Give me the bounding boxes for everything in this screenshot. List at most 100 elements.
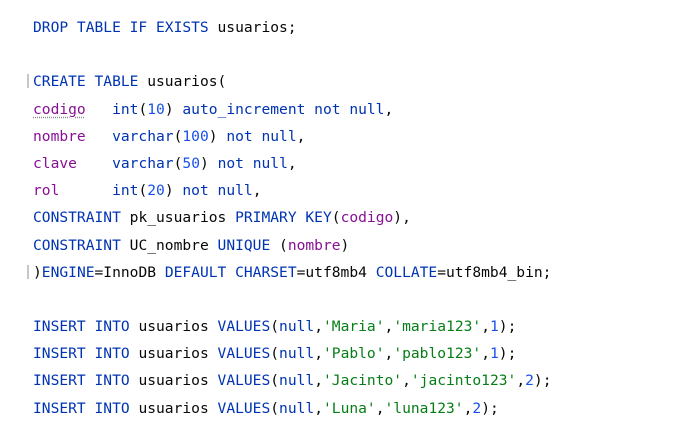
code-token-punct: ,: [314, 372, 323, 390]
code-token-num: 100: [182, 127, 209, 145]
code-token-col: codigo: [340, 209, 394, 227]
code-token-punct: );: [533, 372, 552, 390]
code-token-num: 50: [182, 154, 200, 172]
code-token-id: [86, 128, 112, 145]
code-token-punct: ,: [287, 154, 297, 172]
code-token-punct: (: [138, 100, 148, 118]
code-line[interactable]: [33, 41, 551, 68]
code-line[interactable]: rol int(20) not null,: [33, 177, 551, 204]
code-token-kw: varchar: [112, 154, 174, 172]
code-token-id: usuarios: [129, 318, 218, 336]
code-line[interactable]: CREATE TABLE usuarios(: [33, 68, 551, 95]
code-line[interactable]: INSERT INTO usuarios VALUES(null,'Pablo'…: [33, 340, 551, 367]
code-token-kw: null: [279, 318, 315, 336]
code-token-punct: (: [173, 127, 183, 145]
code-token-punct: (: [270, 318, 280, 336]
code-token-kw: auto_increment not null: [182, 100, 385, 118]
code-token-punct: ,: [481, 345, 490, 363]
code-token-punct: ,: [481, 318, 490, 336]
code-token-kw: INSERT INTO: [33, 372, 130, 390]
code-token-col: clave: [33, 154, 77, 172]
code-token-punct: );: [498, 345, 517, 363]
code-token-kw: COLLATE: [375, 263, 438, 281]
code-line[interactable]: codigo int(10) auto_increment not null,: [33, 96, 551, 123]
code-token-id: =utf8mb4: [296, 263, 376, 281]
code-token-punct: ,: [384, 345, 394, 363]
code-token-punct: (: [138, 182, 148, 200]
code-line[interactable]: CONSTRAINT UC_nombre UNIQUE (nombre): [33, 232, 551, 259]
code-token-punct: ): [208, 127, 227, 145]
code-token-kw: PRIMARY KEY: [235, 209, 332, 227]
code-token-kw: VALUES: [217, 372, 271, 390]
code-token-kw: VALUES: [217, 318, 271, 336]
code-token-kw: int: [112, 182, 139, 200]
code-token-kw: INSERT INTO: [33, 345, 130, 363]
code-token-punct: ,: [314, 318, 323, 336]
code-token-num: 1: [489, 345, 499, 363]
code-line[interactable]: INSERT INTO usuarios VALUES(null,'Luna',…: [33, 395, 551, 422]
code-token-str: 'luna123': [384, 399, 464, 417]
code-token-punct: );: [481, 399, 499, 417]
code-token-kw: DEFAULT CHARSET: [164, 263, 297, 281]
code-line[interactable]: DROP TABLE IF EXISTS usuarios;: [33, 14, 551, 41]
code-token-id: usuarios: [129, 399, 218, 417]
code-token-id: UC_nombre: [120, 236, 218, 254]
code-token-str: 'Pablo': [323, 345, 385, 363]
code-token-kw: VALUES: [217, 345, 271, 363]
code-line[interactable]: )ENGINE=InnoDB DEFAULT CHARSET=utf8mb4 C…: [33, 259, 551, 286]
code-token-punct: ,: [384, 318, 394, 336]
code-token-punct: ),: [393, 209, 411, 227]
code-token-punct: ): [340, 236, 350, 254]
code-token-punct: ): [164, 182, 183, 200]
code-token-punct: ,: [516, 372, 526, 390]
code-token-punct: ,: [463, 399, 473, 417]
code-token-id: [86, 101, 112, 118]
code-token-kw: VALUES: [217, 399, 271, 417]
code-line[interactable]: [33, 286, 551, 313]
code-token-kw: null: [279, 345, 315, 363]
code-token-id: usuarios(: [138, 73, 227, 91]
code-token-id: [77, 155, 112, 172]
code-token-punct: ): [199, 154, 218, 172]
code-line[interactable]: nombre varchar(100) not null,: [33, 123, 551, 150]
code-line[interactable]: INSERT INTO usuarios VALUES(null,'Maria'…: [33, 313, 551, 340]
code-token-punct: ): [33, 263, 42, 281]
code-token-id: =utf8mb4_bin;: [437, 263, 552, 281]
code-token-punct: ,: [314, 345, 323, 363]
code-token-punct: ,: [252, 182, 262, 200]
code-token-kw: INSERT INTO: [33, 399, 130, 417]
code-token-str: 'Jacinto': [323, 372, 403, 390]
code-token-num: 1: [489, 318, 499, 336]
code-token-punct: ,: [296, 127, 306, 145]
code-token-punct: (: [331, 209, 341, 227]
code-token-punct: ,: [402, 372, 411, 390]
code-token-col: nombre: [33, 127, 86, 145]
code-token-str: 'Maria': [323, 318, 385, 336]
code-token-id: usuarios: [129, 345, 218, 363]
code-token-kw: not null: [182, 182, 253, 200]
code-token-punct: (: [173, 154, 183, 172]
code-token-num: 2: [472, 399, 482, 417]
code-token-str: 'Luna': [323, 399, 376, 417]
code-token-col: codigo: [33, 100, 86, 118]
code-token-punct: ,: [314, 399, 323, 417]
code-token-punct: (: [270, 399, 280, 417]
code-token-id: usuarios;: [208, 19, 297, 36]
code-line[interactable]: INSERT INTO usuarios VALUES(null,'Jacint…: [33, 367, 551, 394]
code-token-punct: ,: [384, 100, 394, 118]
code-token-kw: not null: [226, 127, 297, 145]
code-token-kw: int: [112, 100, 139, 118]
code-token-kw: null: [279, 372, 315, 390]
code-token-kw: UNIQUE: [217, 236, 271, 254]
code-line[interactable]: CONSTRAINT pk_usuarios PRIMARY KEY(codig…: [33, 204, 551, 231]
code-token-str: 'maria123': [393, 318, 482, 336]
code-token-kw: DROP TABLE IF EXISTS: [33, 19, 209, 36]
code-line[interactable]: clave varchar(50) not null,: [33, 150, 551, 177]
code-token-punct: (: [270, 372, 280, 390]
code-area[interactable]: DROP TABLE IF EXISTS usuarios; CREATE TA…: [33, 14, 551, 422]
code-token-punct: ,: [375, 399, 385, 417]
code-token-kw: null: [279, 399, 315, 417]
code-token-id: usuarios: [129, 372, 218, 390]
code-token-kw: CREATE TABLE: [33, 73, 139, 91]
